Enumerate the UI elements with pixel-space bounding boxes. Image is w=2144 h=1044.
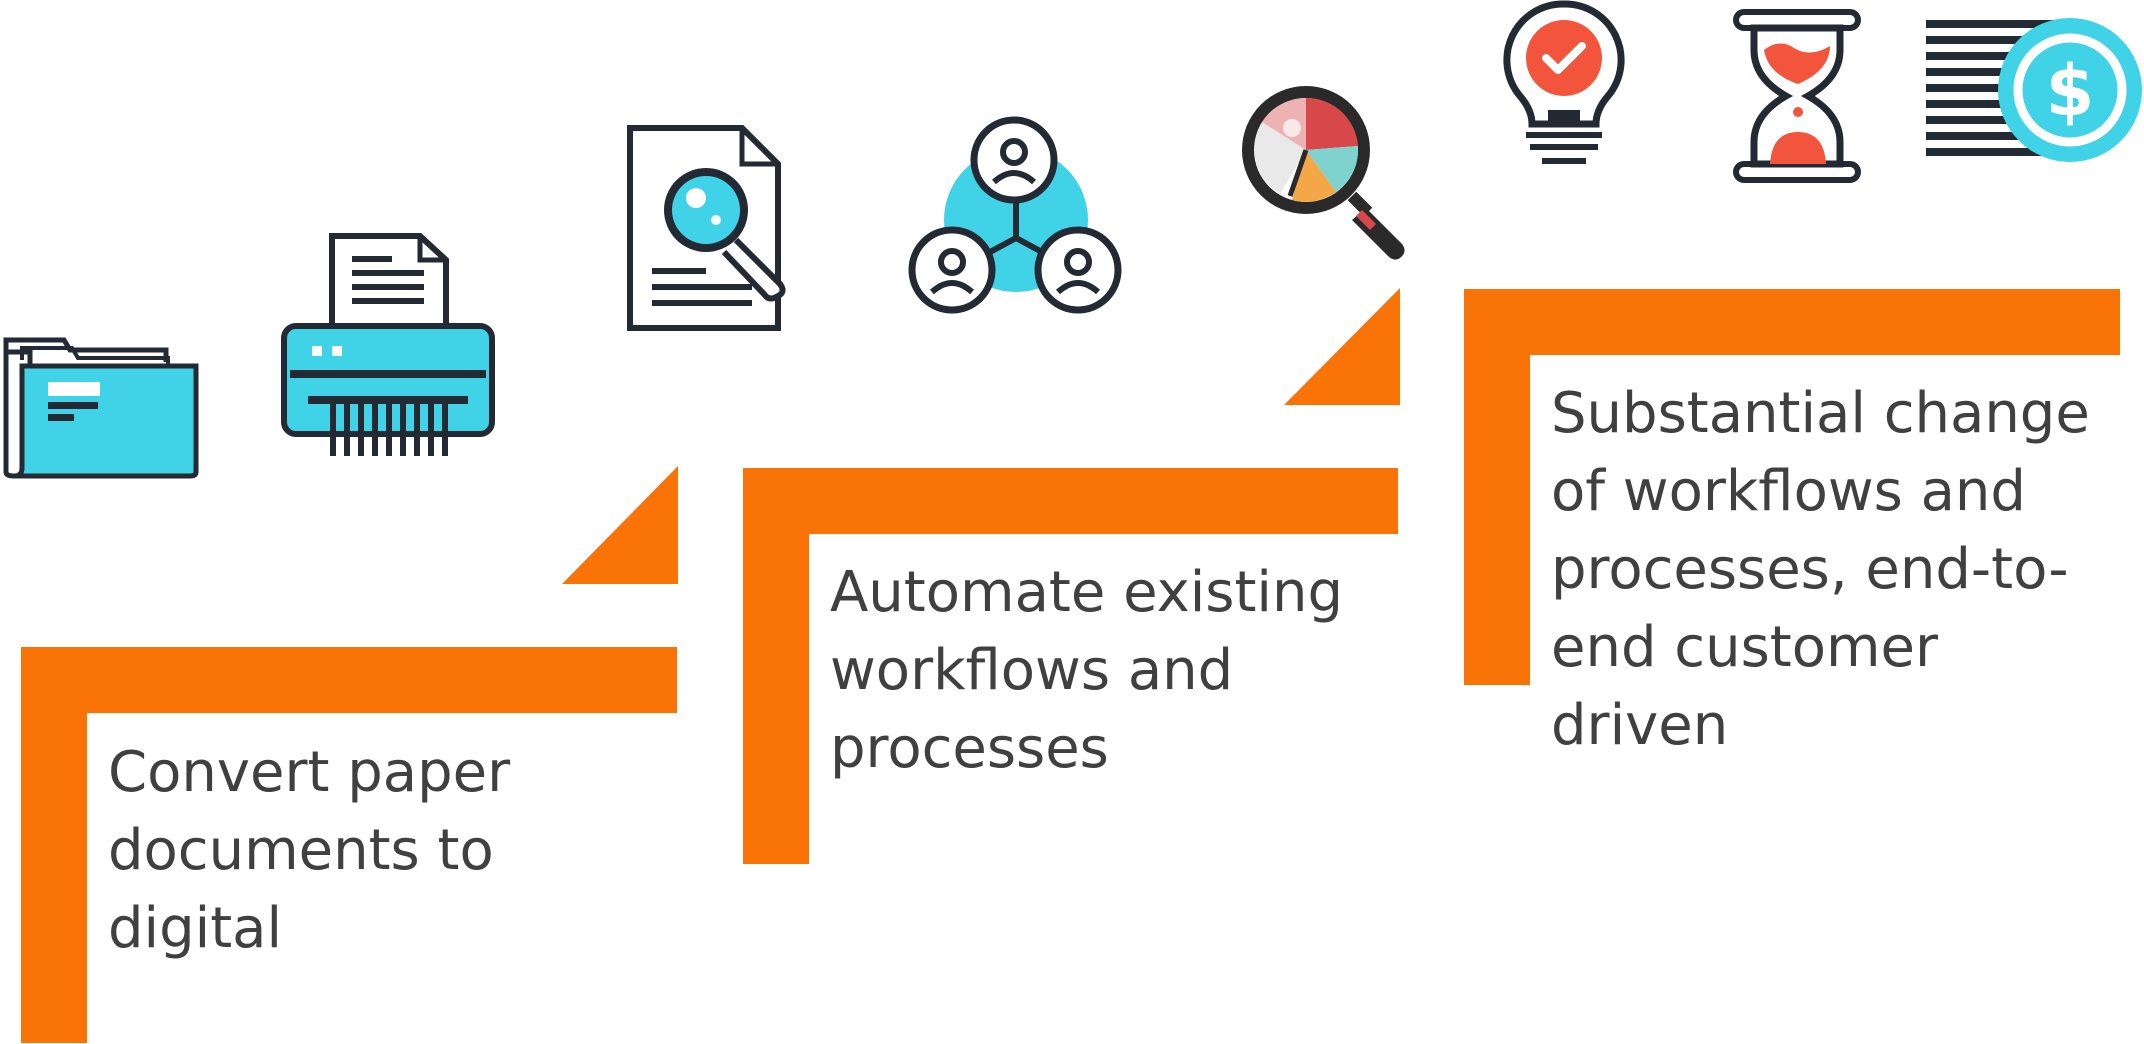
step-2-bracket-top xyxy=(743,468,1398,534)
team-network-icon xyxy=(908,116,1122,314)
analytics-magnifier-icon xyxy=(1242,86,1405,260)
hourglass-icon xyxy=(1733,9,1861,183)
step-2-arrow-triangle xyxy=(1284,288,1400,405)
document-search-icon xyxy=(627,125,786,331)
step-1-bracket-top xyxy=(21,647,677,713)
money-document-icon: $ xyxy=(1926,18,2142,162)
step-2-label: Automate existing workflows and processe… xyxy=(830,560,1343,781)
lightbulb-check-icon xyxy=(1503,0,1625,164)
svg-text:$: $ xyxy=(2046,50,2095,132)
step-2-bracket-left xyxy=(743,468,809,864)
step-1-arrow-triangle xyxy=(562,466,678,584)
shredder-icon xyxy=(281,233,495,456)
folder-icon xyxy=(3,337,199,479)
step-1-label: Convert paper documents to digital xyxy=(108,740,511,961)
step-3-bracket-left xyxy=(1464,289,1530,685)
step-1-bracket-left xyxy=(21,647,87,1043)
step-3-label: Substantial change of workflows and proc… xyxy=(1551,381,2090,758)
step-3-bracket-top xyxy=(1464,289,2120,355)
